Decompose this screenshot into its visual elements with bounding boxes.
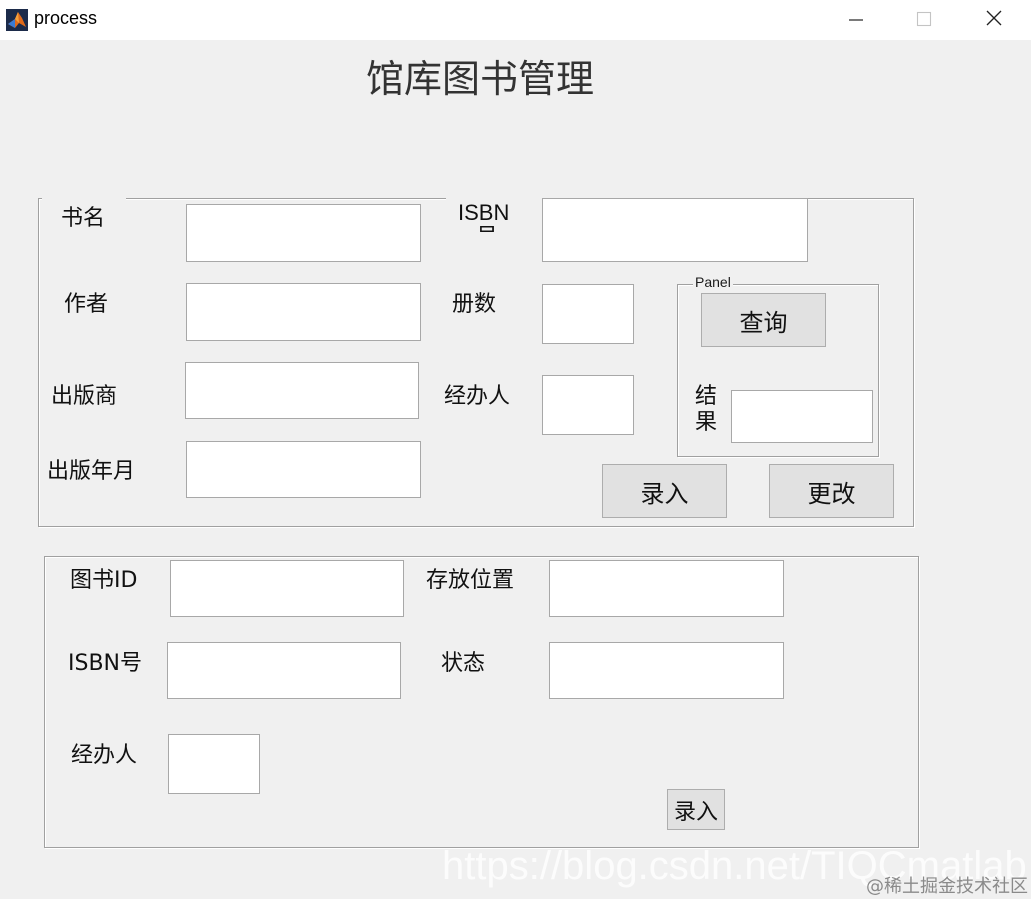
panel-border-gap (42, 195, 126, 201)
copy-handler-input[interactable] (168, 734, 260, 794)
close-icon (985, 8, 1003, 32)
label-copy-handler: 经办人 (71, 743, 138, 768)
label-publisher: 出版商 (51, 384, 118, 409)
label-author: 作者 (64, 292, 109, 317)
watermark-url: https://blog.csdn.net/TIQCmatlab (442, 844, 1027, 888)
label-handler: 经办人 (444, 384, 511, 409)
modify-book-button[interactable]: 更改 (769, 464, 894, 518)
label-book-title: 书名 (61, 206, 106, 231)
enter-book-button[interactable]: 录入 (602, 464, 727, 518)
result-label-line2: 果 (695, 410, 718, 435)
status-input[interactable] (549, 642, 784, 699)
publisher-input[interactable] (185, 362, 419, 419)
panel-border-gap (446, 195, 542, 201)
watermark-credit: @稀土掘金技术社区 (866, 876, 1028, 897)
label-isbn: ISBN (458, 200, 510, 225)
query-panel-title: Panel (693, 274, 733, 290)
label-book-id: 图书ID (70, 568, 138, 593)
query-button[interactable]: 查询 (701, 293, 826, 347)
pub-date-input[interactable] (186, 441, 421, 498)
label-copy-isbn: ISBN号 (68, 651, 143, 676)
handler-input[interactable] (542, 375, 634, 435)
copy-isbn-input[interactable] (167, 642, 401, 699)
close-button[interactable] (962, 0, 1026, 40)
label-pub-date: 出版年月 (47, 459, 136, 484)
copy-info-panel (44, 556, 919, 848)
label-isbn-clipped-text: 号 (476, 223, 496, 233)
result-label-line1: 结 (695, 384, 718, 409)
author-input[interactable] (186, 283, 421, 341)
label-status: 状态 (441, 651, 486, 676)
maximize-button[interactable] (892, 0, 956, 40)
result-output[interactable] (731, 390, 873, 443)
book-id-input[interactable] (170, 560, 404, 617)
maximize-icon (916, 8, 932, 32)
query-panel (677, 284, 879, 457)
copies-input[interactable] (542, 284, 634, 344)
matlab-icon (6, 9, 28, 31)
book-title-input[interactable] (186, 204, 421, 262)
isbn-input[interactable] (542, 198, 808, 262)
minimize-icon (848, 8, 864, 32)
label-copies: 册数 (452, 292, 497, 317)
window-title: process (34, 8, 98, 28)
location-input[interactable] (549, 560, 784, 617)
page-title: 馆库图书管理 (365, 57, 594, 101)
label-location: 存放位置 (426, 568, 515, 593)
minimize-button[interactable] (824, 0, 888, 40)
label-isbn-clipped: 号 (476, 223, 496, 233)
enter-copy-button[interactable]: 录入 (667, 789, 725, 830)
